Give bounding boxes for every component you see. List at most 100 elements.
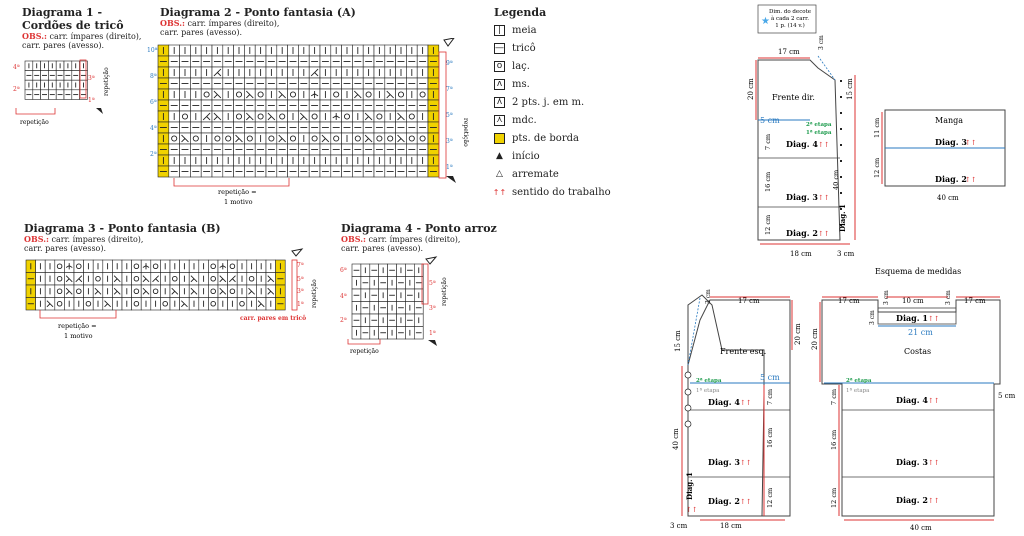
diag-label: Diag. 1 bbox=[685, 472, 694, 500]
stitch-cell bbox=[406, 132, 418, 145]
start-arrow-icon bbox=[446, 176, 456, 183]
row-number: 7ª bbox=[446, 86, 453, 93]
row-number: 4ª bbox=[340, 293, 347, 300]
diagram-2-obs-2: carr. pares (avesso). bbox=[160, 28, 243, 37]
repeat-bottom-label: repetição bbox=[20, 119, 49, 126]
stage-label: 1ª etapa bbox=[806, 129, 832, 136]
stitch-cell bbox=[54, 284, 65, 298]
legend-title: Legenda bbox=[494, 6, 547, 19]
edge-stitch-swatch bbox=[494, 132, 505, 144]
row-number: 7ª bbox=[297, 262, 304, 269]
stitch-cell bbox=[131, 272, 142, 286]
repeat-bracket bbox=[438, 51, 447, 179]
diagram-1-title: Diagrama 1 - bbox=[22, 6, 103, 19]
measure-label: 3 cm bbox=[705, 289, 712, 304]
measure-label: 3 cm bbox=[837, 250, 855, 258]
measure-label: 5 cm bbox=[998, 392, 1016, 400]
row-number: 1ª bbox=[297, 301, 304, 308]
diagram-1: Diagrama 1 - Cordões de tricô OBS.: carr… bbox=[22, 6, 141, 50]
measure-label: 20 cm bbox=[747, 78, 755, 100]
measure-label: 11 cm bbox=[873, 118, 881, 138]
stitch-cell bbox=[208, 284, 219, 298]
piece-label: Costas bbox=[904, 347, 931, 356]
repeat-bracket bbox=[15, 108, 56, 115]
stitch-cell bbox=[373, 132, 386, 145]
diag-label: Diag. 4 bbox=[786, 139, 818, 149]
start-arrow-icon bbox=[428, 340, 437, 346]
stitch-cell bbox=[83, 297, 94, 311]
repeat-bottom-label: repetição = bbox=[218, 188, 257, 196]
diagram-2-chart: 10ª 8ª 6ª 4ª 2ª 9ª 7ª 5ª 3ª 1ª repetição… bbox=[147, 38, 469, 206]
measure-label: 21 cm bbox=[908, 328, 933, 337]
stitch-cell bbox=[236, 297, 248, 311]
diag-label: Diag. 1 bbox=[896, 313, 928, 323]
decote-note: Dim. do decote bbox=[769, 9, 811, 15]
stitch-cell bbox=[54, 297, 65, 311]
double-decrease-icon: ⋏ bbox=[494, 114, 505, 126]
legend-item: pts. de borda bbox=[494, 129, 611, 147]
diag-label: Diag. 2 bbox=[896, 495, 928, 505]
stitch-cell bbox=[352, 132, 364, 145]
row-number: 3ª bbox=[297, 288, 304, 295]
start-arrow-icon: ▲ bbox=[496, 150, 503, 161]
diag-label: Diag. 4 bbox=[896, 395, 928, 405]
repeat-bottom-label: repetição = bbox=[58, 322, 97, 330]
row-number: 2ª bbox=[150, 151, 157, 158]
measurement-schema: Dim. do decote à cada 2 carr. 1 p. (14 v… bbox=[670, 4, 1016, 532]
piece-label: Frente esq. bbox=[720, 347, 766, 356]
stitch-cell bbox=[150, 259, 161, 273]
diagram-4-chart: 6ª 4ª 2ª 5ª 3ª 1ª repetição repetição bbox=[340, 256, 448, 355]
measure-label: 18 cm bbox=[790, 250, 812, 258]
stitch-cell bbox=[287, 88, 299, 101]
purl-stitch-icon: — bbox=[494, 42, 505, 54]
diagram-4: Diagrama 4 - Ponto arroz OBS.: carr. ímp… bbox=[341, 222, 497, 253]
stitch-cell bbox=[73, 284, 84, 298]
legend-item: ↑↑sentido do trabalho bbox=[492, 186, 611, 198]
work-direction-icon: ↑↑ bbox=[965, 139, 977, 147]
measure-label: 3 cm bbox=[869, 310, 876, 325]
stitch-cell bbox=[330, 132, 342, 145]
row-number: 5ª bbox=[297, 276, 304, 283]
stitch-cell bbox=[160, 297, 171, 311]
legend-item: —tricô bbox=[494, 42, 536, 54]
repeat-bracket bbox=[173, 178, 290, 187]
diagram-2-title: Diagrama 2 - Ponto fantasia (A) bbox=[160, 6, 356, 19]
diag-label: Diag. 1 bbox=[838, 204, 847, 232]
manga-piece bbox=[881, 109, 1006, 187]
work-direction-icon: ↑↑ bbox=[818, 194, 830, 202]
row-number: 6ª bbox=[340, 267, 347, 274]
measure-label: 3 cm bbox=[883, 290, 890, 305]
diagram-3-title: Diagrama 3 - Ponto fantasia (B) bbox=[24, 222, 221, 235]
diag-label: Diag. 4 bbox=[708, 397, 740, 407]
measure-label: 3 cm bbox=[818, 35, 825, 50]
measure-label: 15 cm bbox=[674, 330, 682, 352]
repeat-side-label: repetição bbox=[462, 118, 469, 147]
repeat-bottom-label-2: 1 motivo bbox=[224, 198, 253, 206]
row-number: 10ª bbox=[147, 47, 158, 54]
stitch-cell bbox=[341, 110, 353, 123]
row-number: 4ª bbox=[13, 64, 20, 71]
row-number: 6ª bbox=[150, 99, 157, 106]
measure-label: 17 cm bbox=[738, 297, 760, 305]
stitch-cell bbox=[384, 132, 396, 145]
measure-label: 12 cm bbox=[766, 488, 774, 508]
stitch-cell bbox=[406, 110, 418, 123]
stitch-cell bbox=[254, 110, 267, 123]
stitch-cell bbox=[373, 110, 386, 123]
repeat-side-label: repetição bbox=[103, 67, 110, 96]
repeat-bracket bbox=[39, 310, 117, 319]
row-number: 2ª bbox=[13, 86, 20, 93]
diagram-3-chart: 7ª 5ª 3ª 1ª repetição carr. pares em tri… bbox=[25, 248, 318, 340]
stage-label: 2ª etapa bbox=[806, 121, 832, 128]
diagram-3-obs-2: carr. pares (avesso). bbox=[24, 244, 107, 253]
schema-title: Esquema de medidas bbox=[875, 267, 961, 276]
start-arrow-icon bbox=[96, 108, 103, 114]
stitch-cell bbox=[227, 259, 238, 273]
diag-label: Diag. 2 bbox=[935, 174, 967, 184]
row-number: 1ª bbox=[446, 164, 453, 171]
measure-label: 12 cm bbox=[764, 215, 772, 235]
measure-label: 3 cm bbox=[670, 522, 688, 530]
